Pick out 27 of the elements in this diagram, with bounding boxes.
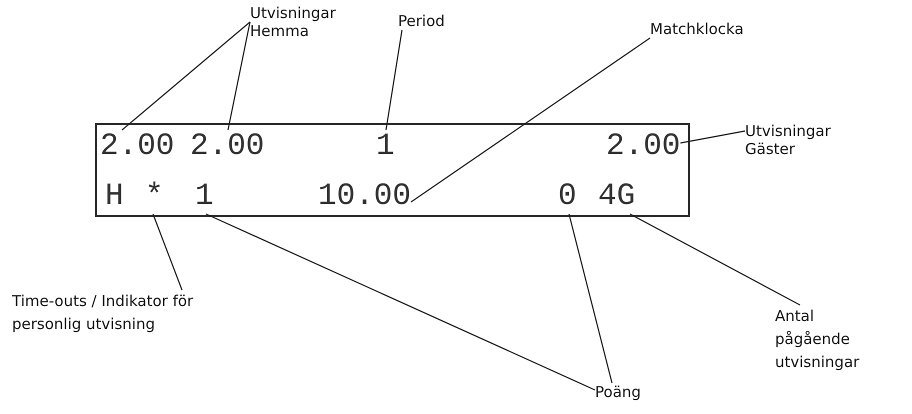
callout-label: Time-outs / Indikator för personlig utvisning [12,290,212,336]
callout-label: Antal pågående utvisningar [775,305,885,374]
leader-line [410,38,650,202]
display-value: 1 [376,130,395,164]
display-value: 2.00 [100,130,174,164]
display-value: 2.00 [190,130,264,164]
display-panel [95,123,690,217]
callout-label: Poäng [595,383,655,401]
display-value: H [105,180,124,214]
display-value: 0 [558,180,577,214]
leader-line [385,30,403,130]
display-value: 2.00 [606,130,680,164]
callout-label: Period [398,12,458,30]
callout-label: Utvisningar Hemma [250,4,350,40]
callout-label: Matchklocka [650,20,760,38]
leader-line [630,213,800,306]
display-value: 1 [195,180,214,214]
display-value: 10.00 [318,180,412,214]
leader-line [680,130,746,144]
leader-line [122,22,250,130]
leader-line [206,213,596,391]
leader-line [152,214,183,290]
display-value: * [145,180,164,214]
display-value: 4G [598,180,636,214]
leader-line [568,214,613,384]
callout-label: Utvisningar Gäster [745,122,840,158]
leader-line [227,22,251,130]
